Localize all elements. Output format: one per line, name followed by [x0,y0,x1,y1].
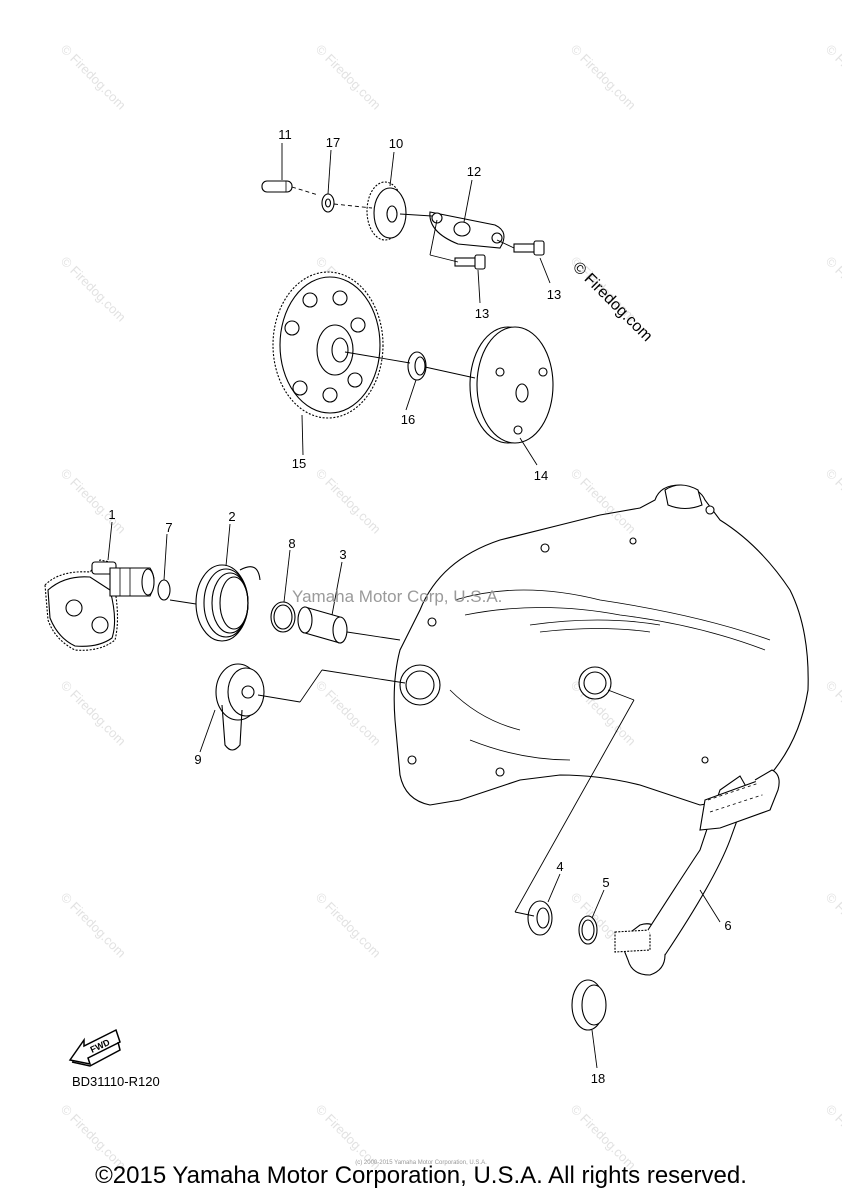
watermark-tile: © Firedog.com [58,254,129,325]
side-watermark: © Firedog.com [569,259,655,345]
part-14-clutch [469,326,554,444]
upper-leader-lines [291,186,515,379]
label-7: 7 [165,520,172,535]
label-8: 8 [288,536,295,551]
part-16-ring [407,351,427,381]
label-18: 18 [591,1071,605,1086]
watermark-tile: © Firedog.com [58,890,129,961]
watermark-tile: © Firedog.com [823,42,842,113]
watermark-tile: © Firedog.com [568,42,639,113]
part-3-bushing [297,606,401,644]
watermark-tile: © Firedog.com [313,678,384,749]
label-2: 2 [228,509,235,524]
part-18-cap [571,979,607,1031]
label-1: 1 [108,507,115,522]
part-11-pin [261,180,293,193]
part-6-kick-lever [614,769,780,976]
watermark-tile: © Firedog.com [313,466,384,537]
label-4: 4 [556,859,563,874]
part-4-washer [527,900,553,936]
watermark-tile: © Firedog.com [58,678,129,749]
part-13-bolt-lower [454,254,486,270]
tiny-copyright: (c) 2000-2015 Yamaha Motor Corporation, … [355,1160,487,1166]
watermark-tile: © Firedog.com [823,254,842,325]
label-10: 10 [389,136,403,151]
watermark-tile: © Firedog.com [313,42,384,113]
part-2-spring [169,564,261,642]
label-3: 3 [339,547,346,562]
callout-lines [107,143,721,1069]
part-1-kick-axle [44,559,155,651]
label-6: 6 [724,918,731,933]
watermark-tile: © Firedog.com [313,890,384,961]
label-12: 12 [467,164,481,179]
part-8-ring [270,601,296,633]
label-13-right: 13 [547,287,561,302]
part-12-plate [429,211,505,249]
watermark-tile: © Firedog.com [58,42,129,113]
watermark-tile: © Firedog.com [823,678,842,749]
label-13-lower: 13 [475,306,489,321]
label-15: 15 [292,456,306,471]
callout-labels: 11 17 10 12 13 13 15 16 14 1 7 2 8 3 9 4… [108,127,731,1086]
diagram-code: BD31110-R120 [72,1074,160,1089]
watermark-tile: © Firedog.com [823,890,842,961]
engine-cover [393,484,809,806]
watermark-tile: © Firedog.com [568,466,639,537]
watermark-tile: © Firedog.com [58,466,129,537]
part-7-clip [157,579,171,601]
watermark-tiles: © Firedog.com © Firedog.com © Firedog.com ©… [58,42,842,1173]
center-watermark: Yamaha Motor Corp, U.S.A. [292,587,502,606]
part-15-large-gear [272,271,384,419]
part-5-circlip [578,915,598,945]
watermark-tile: © Firedog.com [823,466,842,537]
label-9: 9 [194,752,201,767]
copyright-notice: ©2015 Yamaha Motor Corporation, U.S.A. A… [95,1162,747,1189]
part-13-bolt-right [513,240,545,256]
part-17-washer [321,193,335,213]
label-11: 11 [278,127,292,142]
label-17: 17 [326,135,340,150]
label-5: 5 [602,875,609,890]
fwd-arrow-icon: FWD [68,1028,121,1067]
label-16: 16 [401,412,415,427]
label-14: 14 [534,468,548,483]
part-9-ratchet [215,663,406,751]
part-10-gear [366,181,407,241]
lower-leader-lines [514,689,635,917]
